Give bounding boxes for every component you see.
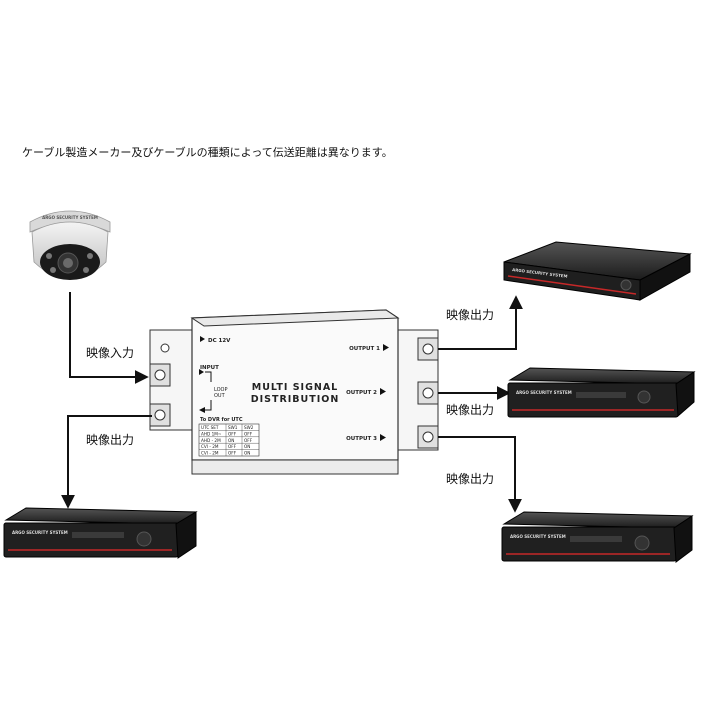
output-2: OUTPUT 2 — [346, 388, 386, 396]
switch-table-cell: ON — [244, 444, 250, 449]
power-arrow-icon — [200, 336, 205, 342]
dome-camera: ARGO SECURITY SYSTEM — [29, 210, 111, 280]
recorder-top: ARGO SECURITY SYSTEM — [503, 241, 692, 301]
switch-table-cell: CVI - 2M — [201, 444, 219, 449]
switch-table-cell: OFF — [228, 444, 237, 449]
output-3-label: OUTPUT 3 — [346, 436, 377, 442]
output3-to-bottom-dvr-line — [438, 436, 522, 513]
cable-distance-note: ケーブル製造メーカー及びケーブルの種類によって伝送距離は異なります。 — [22, 146, 393, 159]
wiring-lines — [61, 292, 523, 513]
switch-table-cell: OFF — [244, 438, 253, 443]
video-out-label-top: 映像出力 — [446, 308, 494, 322]
camera-to-input-line — [69, 292, 149, 384]
loop-out-arrow-icon — [199, 407, 205, 413]
input-label: INPUT — [200, 365, 219, 371]
video-out-label-left: 映像出力 — [86, 433, 134, 447]
switch-table-cell: AHD - 2M — [201, 438, 221, 443]
output-1-arrow-icon — [383, 344, 389, 351]
video-in-label: 映像入力 — [86, 346, 134, 360]
input-arrow-icon — [199, 369, 204, 375]
loop-to-left-dvr-line — [61, 415, 152, 509]
output-1-label: OUTPUT 1 — [349, 346, 380, 352]
output-3-arrow-icon — [380, 434, 386, 441]
switch-table-cell: ON — [228, 438, 234, 443]
switch-table-cell: OFF — [228, 431, 237, 436]
output-3: OUTPUT 3 — [346, 434, 386, 442]
video-out-label-middle: 映像出力 — [446, 403, 494, 417]
recorder-bottom-brand: ARGO SECURITY SYSTEM — [510, 534, 566, 539]
switch-table-header: SW1 — [228, 425, 238, 430]
recorder-left-brand: ARGO SECURITY SYSTEM — [12, 530, 68, 535]
recorder-top-brand: ARGO SECURITY SYSTEM — [512, 267, 568, 279]
power-label: DC 12V — [208, 338, 231, 344]
dvr-utc-note: To DVR for UTC — [200, 417, 243, 423]
recorder-middle-brand: ARGO SECURITY SYSTEM — [516, 390, 572, 395]
video-out-label-bottom: 映像出力 — [446, 472, 494, 486]
switch-table-cell: OFF — [228, 451, 237, 456]
output-1: OUTPUT 1 — [349, 344, 389, 352]
output-2-label: OUTPUT 2 — [346, 390, 377, 396]
camera-brand: ARGO SECURITY SYSTEM — [42, 215, 98, 220]
device-title-line1: MULTI SIGNAL — [252, 382, 339, 393]
switch-table-cell: OFF — [244, 431, 253, 436]
output1-to-top-dvr-line — [438, 295, 523, 350]
loop-out-label: OUT — [214, 393, 226, 399]
recorder-left: ARGO SECURITY SYSTEM — [3, 507, 198, 559]
switch-table-cell: AHD 1M~ — [201, 431, 222, 436]
recorder-middle: ARGO SECURITY SYSTEM — [507, 367, 696, 418]
switch-table-header: SW2 — [244, 425, 254, 430]
output-2-arrow-icon — [380, 388, 386, 395]
switch-table-cell: CVI - 2M — [201, 451, 219, 456]
switch-table-cell: ON — [244, 451, 250, 456]
distribution-box: MULTI SIGNAL DISTRIBUTION DC 12V INPUT L… — [149, 309, 439, 475]
recorder-bottom: ARGO SECURITY SYSTEM — [501, 511, 694, 563]
switch-table-header: UTC SET — [201, 425, 219, 430]
loop-label: LOOP — [214, 387, 228, 393]
device-title-line2: DISTRIBUTION — [251, 394, 340, 405]
